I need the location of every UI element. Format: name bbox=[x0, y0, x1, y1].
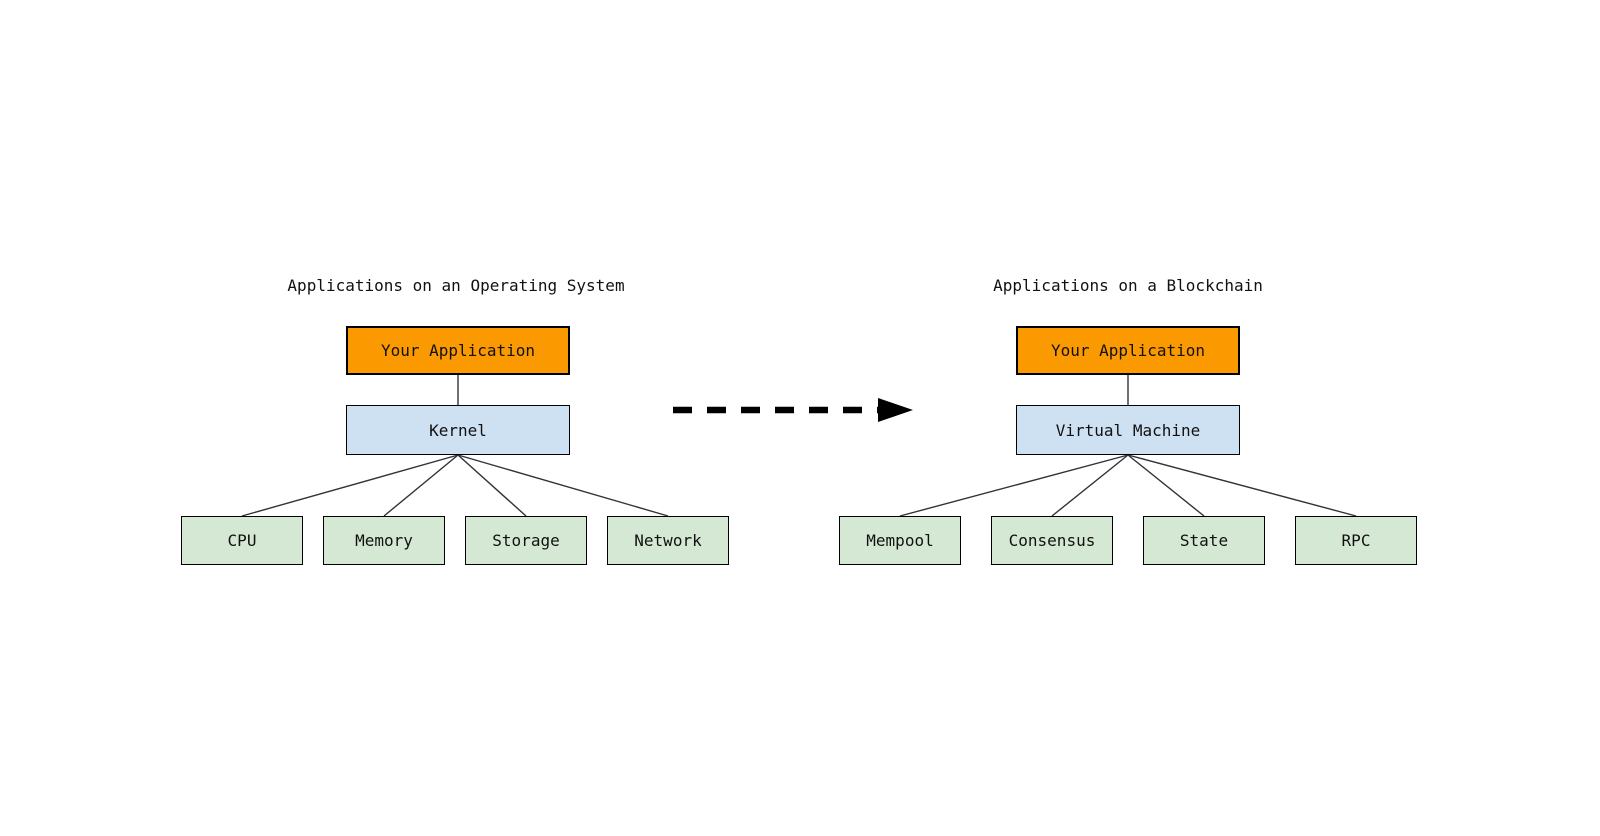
right-node-rpc: RPC bbox=[1295, 516, 1417, 565]
dashed-arrow bbox=[673, 398, 913, 422]
left-node-your-application: Your Application bbox=[346, 326, 570, 375]
edge-vm-to-mempool bbox=[899, 454, 1129, 517]
edge-kernel-to-network bbox=[457, 454, 669, 517]
edge-vm-to-consensus bbox=[1051, 454, 1129, 517]
edge-vm-to-state bbox=[1127, 454, 1205, 517]
left-node-kernel: Kernel bbox=[346, 405, 570, 455]
right-node-consensus: Consensus bbox=[991, 516, 1113, 565]
left-panel-title: Applications on an Operating System bbox=[287, 276, 625, 295]
right-node-mempool: Mempool bbox=[839, 516, 961, 565]
right-node-state: State bbox=[1143, 516, 1265, 565]
edge-kernel-to-storage bbox=[457, 454, 527, 517]
dashed-arrow-head bbox=[878, 398, 913, 422]
left-node-network: Network bbox=[607, 516, 729, 565]
edge-kernel-to-cpu bbox=[241, 454, 459, 517]
right-node-virtual-machine: Virtual Machine bbox=[1016, 405, 1240, 455]
right-panel-title: Applications on a Blockchain bbox=[993, 276, 1263, 295]
left-node-cpu: CPU bbox=[181, 516, 303, 565]
left-node-storage: Storage bbox=[465, 516, 587, 565]
edge-vm-to-rpc bbox=[1127, 454, 1357, 517]
edge-kernel-to-memory bbox=[383, 454, 459, 517]
left-node-memory: Memory bbox=[323, 516, 445, 565]
right-node-your-application: Your Application bbox=[1016, 326, 1240, 375]
